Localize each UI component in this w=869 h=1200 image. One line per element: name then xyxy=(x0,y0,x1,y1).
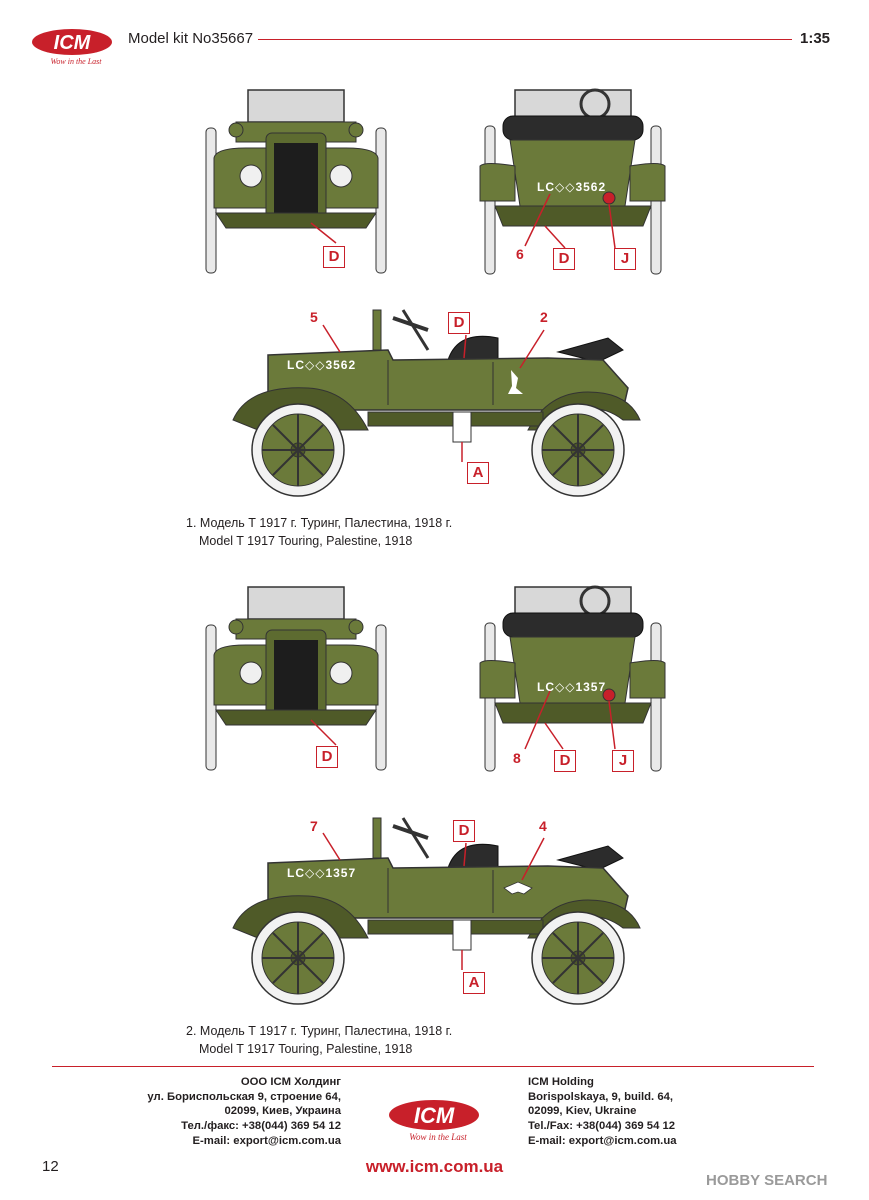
svg-text:Wow in the Last: Wow in the Last xyxy=(50,57,102,66)
watermark: HOBBY SEARCH xyxy=(706,1172,828,1189)
callout-front-2: D xyxy=(316,746,338,768)
caption-2: 2. Модель Т 1917 г. Туринг, Палестина, 1… xyxy=(186,1022,452,1058)
callout-rear-1b: J xyxy=(614,248,636,270)
page-number: 12 xyxy=(42,1158,59,1175)
decal-number-side-1a: 5 xyxy=(310,309,318,325)
side-plate-1: LC◇◇3562 xyxy=(287,358,357,372)
caption-1-ru: 1. Модель Т 1917 г. Туринг, Палестина, 1… xyxy=(186,516,453,530)
header-rule xyxy=(258,39,792,40)
address-ru: ООО ICM Холдинг ул. Бориспольская 9, стр… xyxy=(147,1075,341,1149)
address-en-line: ICM Holding xyxy=(528,1076,594,1088)
caption-2-en: Model T 1917 Touring, Palestine, 1918 xyxy=(199,1042,413,1056)
caption-2-ru: 2. Модель Т 1917 г. Туринг, Палестина, 1… xyxy=(186,1024,453,1038)
address-en-line: E-mail: export@icm.com.ua xyxy=(528,1134,677,1147)
side-view-1 xyxy=(232,309,641,497)
caption-1-en: Model T 1917 Touring, Palestine, 1918 xyxy=(199,534,413,548)
address-en-line: Borispolskaya, 9, build. 64, xyxy=(528,1090,674,1103)
address-ru-line: ул. Бориспольская 9, строение 64, xyxy=(147,1090,341,1103)
front-view-1 xyxy=(205,89,387,274)
icm-logo: ICM Wow in the Last xyxy=(32,29,112,66)
callout-side-2-bottom: A xyxy=(463,972,485,994)
footer-rule xyxy=(52,1066,814,1067)
svg-text:ICM: ICM xyxy=(54,32,92,54)
address-en-line: Tel./Fax: +38(044) 369 54 12 xyxy=(528,1120,676,1133)
callout-rear-1a: D xyxy=(553,248,575,270)
callout-side-2-top: D xyxy=(453,820,475,842)
address-en-line: 02099, Kiev, Ukraine xyxy=(528,1105,637,1118)
side-view-2 xyxy=(232,817,641,1005)
address-ru-line: ООО ICM Холдинг xyxy=(240,1076,341,1088)
scale-label: 1:35 xyxy=(800,30,831,47)
address-en: ICM Holding Borispolskaya, 9, build. 64,… xyxy=(528,1075,677,1149)
callout-side-1-bottom: A xyxy=(467,462,489,484)
caption-1: 1. Модель Т 1917 г. Туринг, Палестина, 1… xyxy=(186,514,452,550)
svg-text:Wow in the Last: Wow in the Last xyxy=(409,1132,467,1142)
side-plate-2: LC◇◇1357 xyxy=(287,866,357,880)
decal-number-rear-1: 6 xyxy=(516,246,524,262)
kit-title: Model kit No35667 xyxy=(128,30,254,47)
address-ru-line: Тел./факс: +38(044) 369 54 12 xyxy=(181,1120,341,1133)
footer-icm-logo: ICM Wow in the Last xyxy=(389,1100,479,1142)
callout-front-1: D xyxy=(323,246,345,268)
rear-view-1 xyxy=(479,88,666,275)
website-link[interactable]: www.icm.com.ua xyxy=(365,1157,504,1176)
svg-text:ICM: ICM xyxy=(414,1103,455,1128)
address-ru-line: 02099, Киев, Украина xyxy=(224,1105,341,1118)
decal-number-side-2a: 7 xyxy=(310,818,318,834)
decal-number-rear-2: 8 xyxy=(513,750,521,766)
address-ru-line: E-mail: export@icm.com.ua xyxy=(192,1134,342,1147)
decal-number-side-1b: 2 xyxy=(540,309,548,325)
front-view-2 xyxy=(205,586,387,771)
callout-side-1-top: D xyxy=(448,312,470,334)
callout-rear-2b: J xyxy=(612,750,634,772)
rear-plate-1: LC◇◇3562 xyxy=(537,180,607,194)
callout-rear-2a: D xyxy=(554,750,576,772)
rear-view-2 xyxy=(479,585,666,772)
rear-plate-2: LC◇◇1357 xyxy=(537,680,607,694)
decal-number-side-2b: 4 xyxy=(539,818,547,834)
